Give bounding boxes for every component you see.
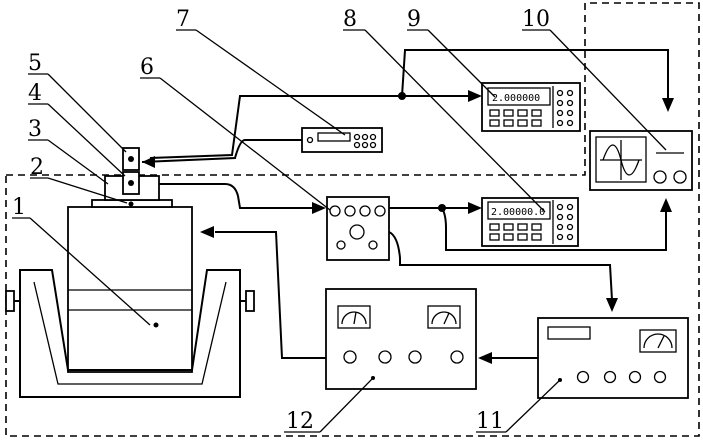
sine-wave-icon [602,144,640,176]
label-6: 6 [140,55,154,80]
instrument-7 [301,127,383,153]
arrowheads [142,90,674,364]
digital-meter-9: 2.000000 [481,82,581,132]
label-2: 2 [30,155,44,180]
callout-labels: 1 2 3 4 5 6 7 8 9 10 11 12 [12,7,550,434]
label-8: 8 [343,7,357,32]
digital-meter-8: 2.00000.0 [481,197,579,247]
label-1: 1 [12,195,26,220]
enclosure-boundary [5,2,700,437]
callout-leaders [12,29,667,433]
label-3: 3 [28,117,42,142]
needle-gauge-icon [341,311,367,325]
label-11: 11 [476,409,504,434]
label-7: 7 [176,7,190,32]
label-4: 4 [28,81,42,106]
oscilloscope-10 [589,130,693,191]
meter-9-readout: 2.000000 [492,93,540,104]
amplifier-6 [326,196,390,261]
label-10: 10 [522,7,550,32]
label-9: 9 [407,7,421,32]
arrow-to-sensor [142,156,155,168]
shaker-table [5,206,255,398]
label-5: 5 [28,51,42,76]
power-amplifier-12 [325,288,477,390]
signal-wiring [141,49,669,359]
label-12: 12 [286,409,314,434]
signal-generator-11 [537,317,689,399]
meter-8-readout: 2.00000.0 [491,207,545,218]
